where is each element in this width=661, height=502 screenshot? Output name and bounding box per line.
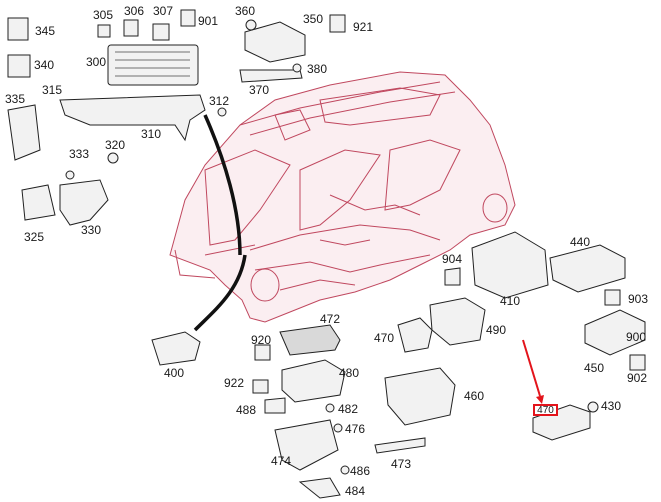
part-label-360[interactable]: 360 <box>235 4 256 18</box>
part-label-340[interactable]: 340 <box>34 58 55 72</box>
part-label-430[interactable]: 430 <box>601 399 622 413</box>
part-label-370[interactable]: 370 <box>249 83 270 97</box>
part-label-921[interactable]: 921 <box>353 20 374 34</box>
part-label-901[interactable]: 901 <box>198 14 219 28</box>
part-label-312[interactable]: 312 <box>209 94 230 108</box>
part-label-380[interactable]: 380 <box>307 62 328 76</box>
part-label-902[interactable]: 902 <box>627 371 648 385</box>
part-label-305[interactable]: 305 <box>93 8 114 22</box>
part-label-350[interactable]: 350 <box>303 12 324 26</box>
highlight-arrow-head <box>536 395 544 404</box>
part-label-333[interactable]: 333 <box>69 147 90 161</box>
plug-903-shape <box>604 289 621 306</box>
bracket-310-shape <box>59 94 206 142</box>
part-label-482[interactable]: 482 <box>338 402 359 416</box>
nut-430 <box>587 401 599 413</box>
nut-320 <box>107 152 119 164</box>
nut-486 <box>340 465 350 475</box>
part-label-488[interactable]: 488 <box>236 403 257 417</box>
module-450-shape <box>584 309 646 356</box>
nut-312 <box>217 107 227 117</box>
part-label-306[interactable]: 306 <box>124 4 145 18</box>
module-400-shape <box>151 331 201 366</box>
part-label-490[interactable]: 490 <box>486 323 507 337</box>
part-label-335[interactable]: 335 <box>5 92 26 106</box>
bracket-370-shape <box>239 69 303 83</box>
part-label-410[interactable]: 410 <box>500 294 521 308</box>
module-335-shape <box>7 104 41 161</box>
highlight-arrow-shaft <box>522 339 541 397</box>
part-label-470[interactable]: 470 <box>374 331 395 345</box>
bracket-470-shape <box>397 317 433 353</box>
part-label-300[interactable]: 300 <box>86 55 107 69</box>
bracket-330-shape <box>59 179 109 226</box>
module-440-shape <box>549 244 626 293</box>
part-label-900[interactable]: 900 <box>626 330 647 344</box>
strip-473-shape <box>374 437 426 454</box>
part-label-903[interactable]: 903 <box>628 292 649 306</box>
part-label-922[interactable]: 922 <box>224 376 245 390</box>
bracket-474-shape <box>274 419 339 471</box>
part-label-474[interactable]: 474 <box>271 454 292 468</box>
nut-380 <box>292 63 302 73</box>
part-label-320[interactable]: 320 <box>105 138 126 152</box>
nut-476 <box>333 423 343 433</box>
part-label-460[interactable]: 460 <box>464 389 485 403</box>
part-label-345[interactable]: 345 <box>35 24 56 38</box>
part-label-904[interactable]: 904 <box>442 252 463 266</box>
part-label-325[interactable]: 325 <box>24 230 45 244</box>
part-label-484[interactable]: 484 <box>345 484 366 498</box>
vehicle-body-shell <box>169 71 516 323</box>
bracket-484-shape <box>298 477 341 499</box>
module-410-shape <box>471 231 549 299</box>
strap-curve-lower <box>193 254 247 332</box>
part-label-440[interactable]: 440 <box>570 235 591 249</box>
part-label-920[interactable]: 920 <box>251 333 272 347</box>
module-350-shape <box>244 21 306 63</box>
tray-490-shape <box>429 297 486 346</box>
part-label-486[interactable]: 486 <box>350 464 371 478</box>
plug-904-shape <box>444 267 461 286</box>
fuse-box-cluster <box>7 9 199 86</box>
part-label-450[interactable]: 450 <box>584 361 605 375</box>
module-472-shape <box>279 324 341 356</box>
plug-920-shape <box>254 344 271 361</box>
plug-922-shape <box>252 379 269 394</box>
part-label-400[interactable]: 400 <box>164 366 185 380</box>
module-480-shape <box>281 359 346 403</box>
part-label-480[interactable]: 480 <box>339 366 360 380</box>
tray-460-shape <box>384 367 456 426</box>
part-label-476[interactable]: 476 <box>345 422 366 436</box>
module-325-shape <box>21 184 56 221</box>
part-label-473[interactable]: 473 <box>391 457 412 471</box>
nut-333 <box>65 170 75 180</box>
part-label-472[interactable]: 472 <box>320 312 341 326</box>
part-label-307[interactable]: 307 <box>153 4 174 18</box>
part-label-470-highlighted[interactable]: 470 <box>533 404 558 416</box>
nut-482 <box>325 403 335 413</box>
nut-360 <box>245 19 257 31</box>
part-label-310[interactable]: 310 <box>141 127 162 141</box>
bracket-488-shape <box>264 397 286 414</box>
plug-902-shape <box>629 354 646 371</box>
part-label-330[interactable]: 330 <box>81 223 102 237</box>
part-label-315[interactable]: 315 <box>42 83 63 97</box>
strap-curve-upper <box>203 114 242 256</box>
plug-921-shape <box>329 14 346 33</box>
